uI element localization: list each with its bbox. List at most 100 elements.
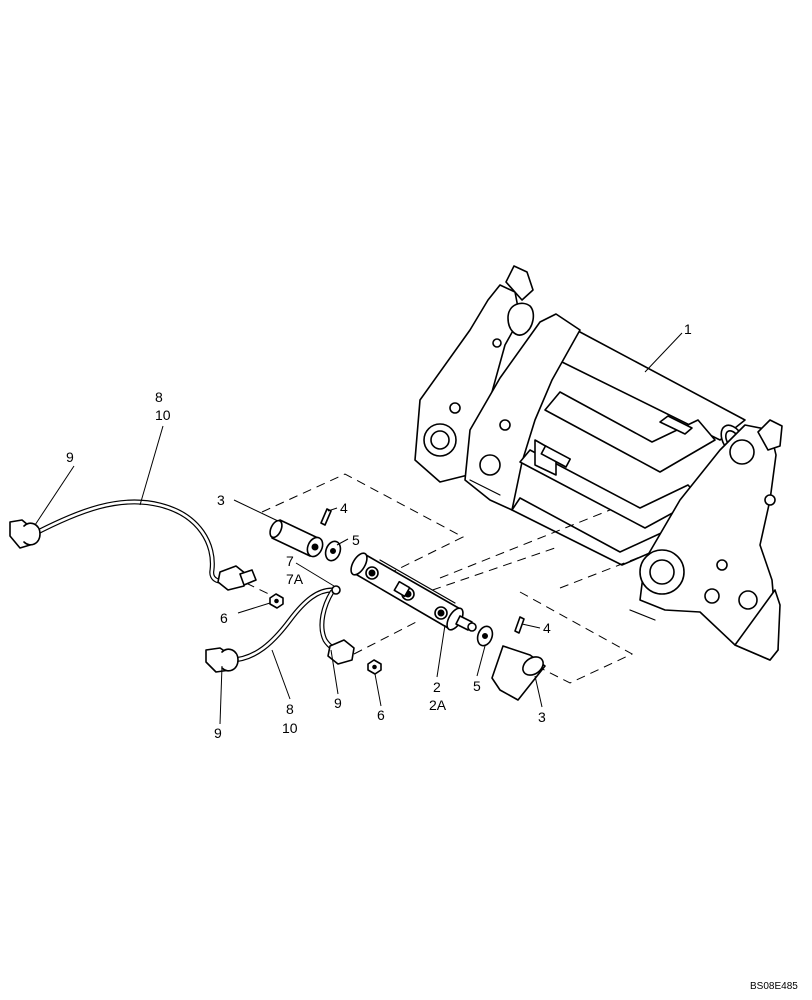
center-plate-hole	[479, 454, 501, 476]
callout-labels: 1 3 4 5 7 7A 8 10 9 6 2 2A 5 4 3 9 8 10 …	[66, 321, 692, 741]
coupler-frame	[414, 265, 783, 661]
lock-pin-bracket	[659, 415, 693, 435]
upper-hose-inner	[30, 500, 234, 583]
right-lower-hole-2	[738, 590, 758, 610]
cylinder-rod-eye	[467, 622, 477, 632]
upper-hose	[29, 499, 235, 584]
right-pivot-pin-end	[522, 656, 544, 676]
right-lower-hole	[704, 588, 720, 604]
leader-6-lower	[374, 673, 382, 707]
callout-6-lower: 6	[377, 707, 385, 723]
upper-hose-clamp-left	[23, 522, 41, 546]
callout-3-right: 3	[538, 709, 546, 725]
callout-3-left: 3	[217, 492, 225, 508]
left-small-hole-2	[449, 402, 461, 414]
right-upper-boss	[729, 439, 755, 465]
frame-detail-line	[469, 479, 501, 496]
hose-alignment-right	[353, 619, 421, 655]
right-washer-hole	[482, 633, 488, 639]
right-bottom-foot	[734, 589, 781, 661]
lower-hose-clamp-left	[221, 648, 239, 672]
left-upper-boss	[507, 302, 535, 336]
leader-6-upper	[237, 602, 271, 614]
cylinder-to-frame-alignment-2	[417, 547, 556, 596]
warning-decal	[540, 445, 572, 468]
callout-1: 1	[684, 321, 692, 337]
left-washer-hole	[330, 548, 336, 554]
cylinder-fitting-block	[393, 580, 411, 598]
nuts	[269, 593, 382, 675]
lower-hose-fitting-right	[327, 639, 355, 665]
callout-7a: 7A	[286, 571, 304, 587]
callout-4-right: 4	[543, 620, 551, 636]
leader-8-upper	[139, 425, 164, 506]
right-small-hole-2	[716, 559, 728, 571]
upper-hose-assembly	[9, 499, 257, 591]
leader-9-upper	[34, 465, 75, 526]
lower-frame-alignment	[559, 554, 646, 589]
callout-10-upper: 10	[155, 407, 171, 423]
callout-10-lower: 10	[282, 720, 298, 736]
upper-hose-fitting-right	[217, 565, 247, 591]
cylinder-to-frame-alignment	[439, 509, 611, 579]
cylinder-port-3-hole	[437, 609, 445, 617]
callout-9-lower-mid: 9	[334, 695, 342, 711]
leader-3-right	[534, 675, 543, 708]
leader-9-lower-left	[219, 665, 223, 725]
callout-8-upper: 8	[155, 389, 163, 405]
callout-5-left: 5	[352, 532, 360, 548]
callout-7: 7	[286, 553, 294, 569]
callout-8-lower: 8	[286, 701, 294, 717]
lower-hose-assembly	[205, 585, 355, 673]
cylinder-top-line	[379, 559, 456, 604]
callout-2a: 2A	[429, 697, 447, 713]
left-pin-alignment	[261, 473, 465, 577]
left-pin-assembly	[269, 508, 342, 562]
callout-9-lower-left: 9	[214, 725, 222, 741]
center-plate-hole-2	[499, 419, 511, 431]
leader-1	[644, 332, 683, 373]
leader-lines	[34, 332, 683, 725]
leader-9-lower-mid	[330, 649, 339, 695]
left-pivot-pin-end	[269, 519, 283, 539]
leader-8-lower	[271, 649, 291, 700]
left-pivot-hole	[430, 430, 450, 450]
upper-hose-nut-right	[239, 569, 257, 586]
hose-alignment-left	[245, 582, 276, 598]
leader-2	[436, 624, 446, 678]
left-roll-pin	[320, 508, 332, 526]
right-hook-tab	[757, 419, 783, 451]
upper-nut-hole	[274, 598, 279, 604]
callout-6-upper: 6	[220, 610, 228, 626]
leader-5-right	[476, 645, 486, 677]
left-pivot-pin-bore	[311, 543, 319, 551]
upper-cross-beam	[544, 391, 716, 473]
left-hook-tab	[505, 265, 534, 301]
lower-nut-hole	[372, 664, 377, 670]
document-id: BS08E485	[750, 981, 798, 992]
cylinder-port-1-hole	[368, 569, 376, 577]
leader-4-right	[521, 623, 541, 629]
cylinder-rear-cap	[350, 552, 368, 576]
leader-3-left	[233, 499, 279, 522]
leader-4-left	[327, 507, 338, 512]
leader-7	[295, 562, 335, 587]
right-pin-assembly	[476, 616, 546, 701]
lower-cross-beam	[519, 449, 701, 529]
right-small-hole	[764, 494, 776, 506]
left-small-hole	[492, 338, 502, 348]
frame-detail-line-2	[629, 609, 656, 621]
callout-5-right: 5	[473, 678, 481, 694]
alignment-lines	[245, 473, 646, 684]
right-pivot-hole	[649, 559, 675, 585]
lower-hose-inner	[224, 588, 334, 662]
elbow-fitting	[331, 585, 341, 595]
right-roll-pin	[514, 616, 525, 634]
callout-4-left: 4	[340, 500, 348, 516]
callout-2: 2	[433, 679, 441, 695]
hydraulic-cylinder	[350, 552, 477, 632]
callout-9-upper: 9	[66, 449, 74, 465]
leader-5-left	[336, 538, 349, 546]
